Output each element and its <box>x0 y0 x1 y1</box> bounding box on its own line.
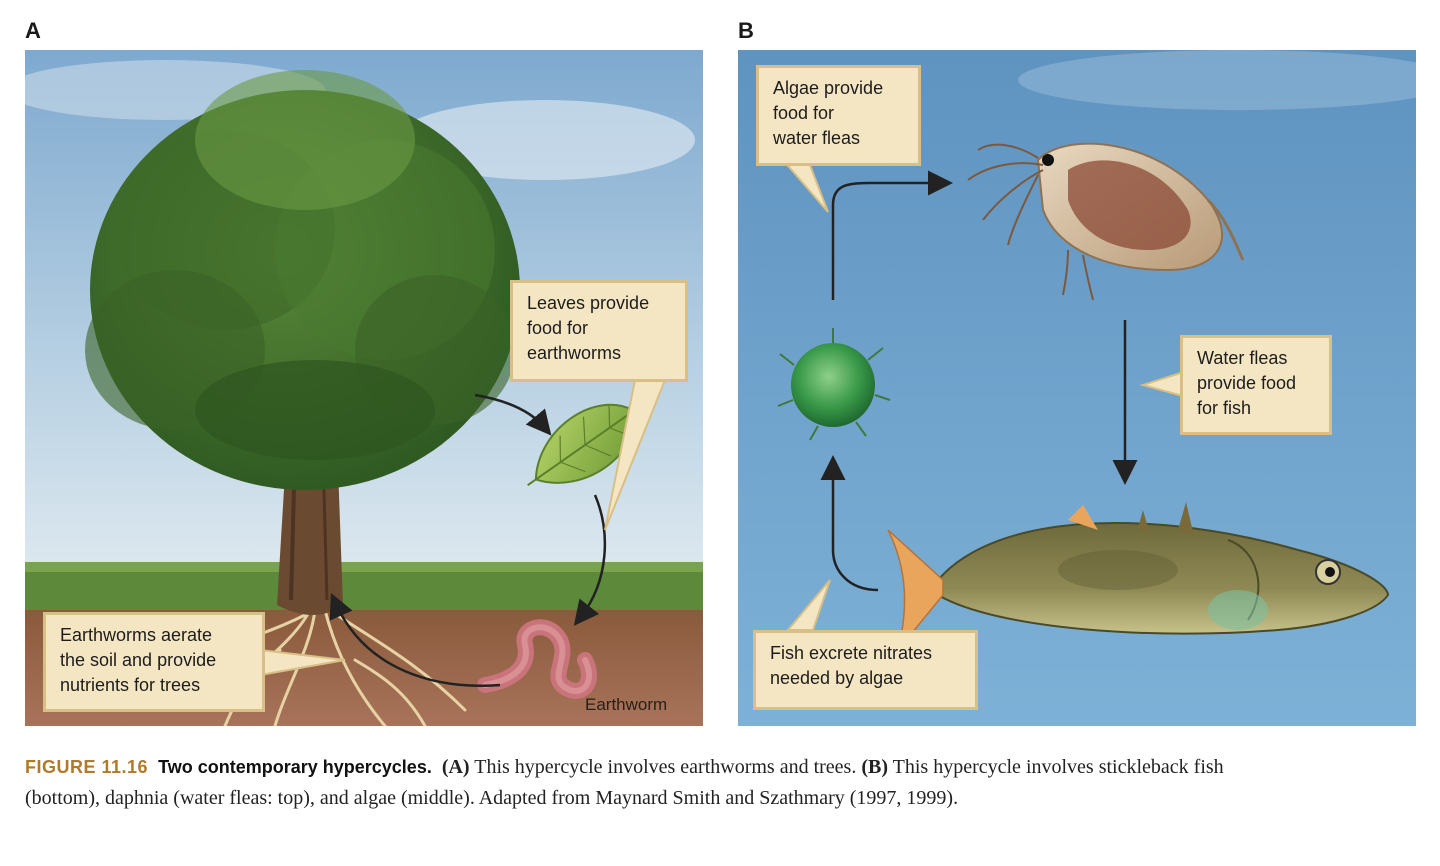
callout-fish: Fish excrete nitrates needed by algae <box>753 630 978 710</box>
stickleback-fish-icon <box>887 502 1390 651</box>
callout-earthworms-line-2: the soil and provide <box>60 650 217 670</box>
figure-caption: FIGURE 11.16 Two contemporary hypercycle… <box>25 752 1255 814</box>
caption-part-a-tag: (A) <box>441 756 470 778</box>
callout-fish-line-1: Fish excrete nitrates <box>770 643 933 663</box>
caption-part-a-text: This hypercycle involves earthworms and … <box>474 756 857 778</box>
callout-leaves: Leaves provide food for earthworms <box>510 280 688 382</box>
panel-b-illustration: Algae provide food for water fleas Water… <box>738 50 1416 726</box>
earthworm-icon <box>477 619 597 699</box>
panel-a-illustration: Leaves provide food for earthworms Earth… <box>25 50 703 726</box>
callout-earthworms-line-1: Earthworms aerate <box>60 625 213 645</box>
callout-fish-line-2: needed by algae <box>770 668 904 688</box>
callout-fleas-line-3: for fish <box>1197 398 1252 418</box>
callout-leaves-line-2: food for <box>527 318 589 338</box>
callout-algae-line-2: food for <box>773 103 835 123</box>
panel-a-letter: A <box>25 18 41 43</box>
callout-earthworms-line-3: nutrients for trees <box>60 675 201 695</box>
callout-algae-line-1: Algae provide <box>773 78 884 98</box>
callout-fleas: Water fleas provide food for fish <box>1180 335 1332 435</box>
caption-part-b-text: This hypercycle involves stickleback fis… <box>25 756 1224 809</box>
callout-fleas-line-2: provide food <box>1197 373 1297 393</box>
callout-earthworms: Earthworms aerate the soil and provide n… <box>43 612 265 712</box>
water-flea-icon <box>967 142 1245 301</box>
callout-fleas-line-1: Water fleas <box>1197 348 1288 368</box>
arrow-fish-to-algae <box>820 455 879 592</box>
callout-algae: Algae provide food for water fleas <box>756 65 921 166</box>
caption-part-b-tag: (B) <box>861 756 889 778</box>
panel-b-letter: B <box>738 18 754 43</box>
callout-algae-line-3: water fleas <box>773 128 861 148</box>
arrow-tree-to-leaf <box>474 393 552 436</box>
algae-icon <box>777 328 891 441</box>
arrow-algae-to-fleas <box>831 170 953 300</box>
tree-icon <box>85 70 520 615</box>
callout-leaves-line-1: Leaves provide <box>527 293 650 313</box>
arrow-earthworm-to-tree <box>329 592 501 687</box>
callout-leaves-line-3: earthworms <box>527 343 622 363</box>
figure-title: Two contemporary hypercycles. <box>158 757 432 777</box>
figure-number: FIGURE 11.16 <box>25 757 149 777</box>
arrow-leaf-to-earthworm <box>573 494 607 626</box>
earthworm-label: Earthworm <box>585 695 668 714</box>
